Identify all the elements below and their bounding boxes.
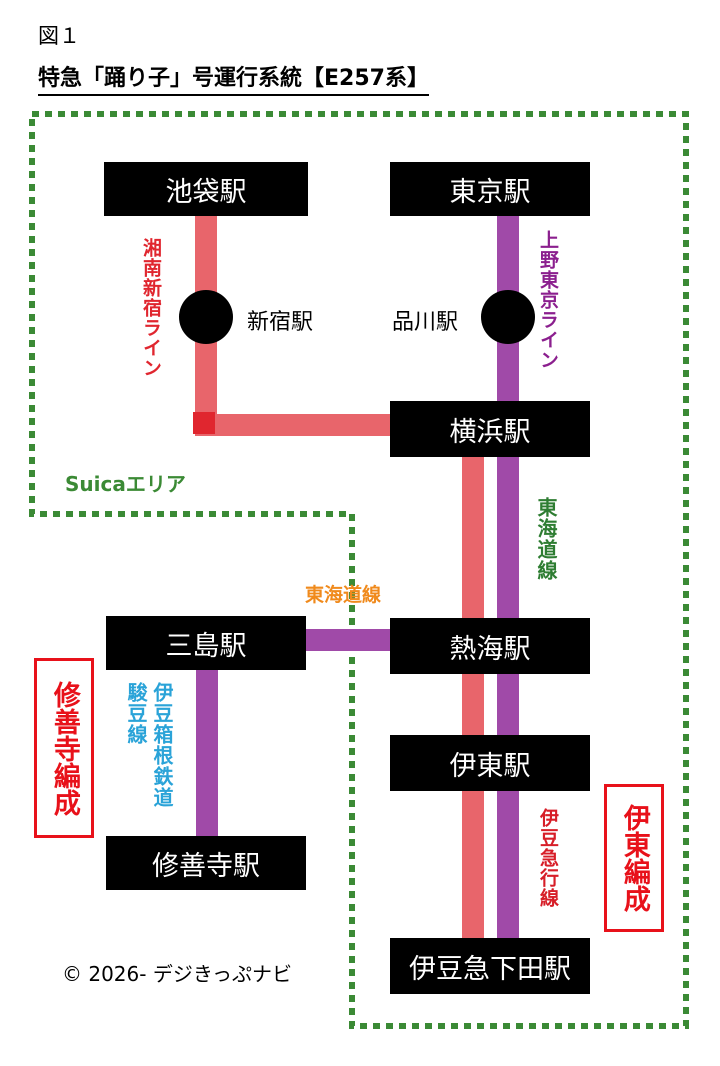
station-shuzenji: 修善寺駅 xyxy=(106,836,306,890)
label-sunzu-char-2: 豆 xyxy=(124,703,148,724)
label-ueno-tokyo-line: 上野東京ライン xyxy=(537,230,559,370)
label-sunzu-line: 駿豆線 xyxy=(124,682,148,745)
formation-ito: 伊東編成 xyxy=(604,784,664,932)
station-atami: 熱海駅 xyxy=(390,618,590,674)
station-yokohama: 横浜駅 xyxy=(390,401,590,457)
suica-area-border xyxy=(29,111,689,1029)
label-izuhakone-line: 伊豆箱根鉄道 xyxy=(150,682,174,808)
formation-shuzenji: 修善寺編成 xyxy=(34,658,94,838)
label-shinagawa: 品川駅 xyxy=(392,310,459,335)
label-shonan-shinjuku-line: 湘南新宿ライン xyxy=(140,238,162,378)
label-shinjuku: 新宿駅 xyxy=(247,310,314,335)
diagram-title: 特急「踊り子」号運行系統【E257系】 xyxy=(38,60,429,96)
shinagawa-station-dot xyxy=(481,290,535,344)
shinjuku-station-dot xyxy=(179,290,233,344)
label-tokaido-line: 東海道線 xyxy=(534,497,558,581)
figure-label: 図１ xyxy=(38,24,80,48)
station-izukyu-shimoda: 伊豆急下田駅 xyxy=(390,938,590,994)
label-sunzu-char-3: 線 xyxy=(124,724,148,745)
label-tokaido-line-mishima: 東海道線 xyxy=(305,584,382,606)
line-corner-marker xyxy=(193,412,215,434)
label-izukyu-line: 伊豆急行線 xyxy=(537,808,559,908)
copyright-text: © 2026- デジきっぷナビ xyxy=(62,962,293,986)
station-ikebukuro: 池袋駅 xyxy=(104,162,308,216)
station-tokyo: 東京駅 xyxy=(390,162,590,216)
station-mishima: 三島駅 xyxy=(106,616,306,670)
label-sunzu-char-1: 駿 xyxy=(124,682,148,703)
label-suica-area: Suicaエリア xyxy=(65,472,186,496)
station-ito: 伊東駅 xyxy=(390,735,590,791)
